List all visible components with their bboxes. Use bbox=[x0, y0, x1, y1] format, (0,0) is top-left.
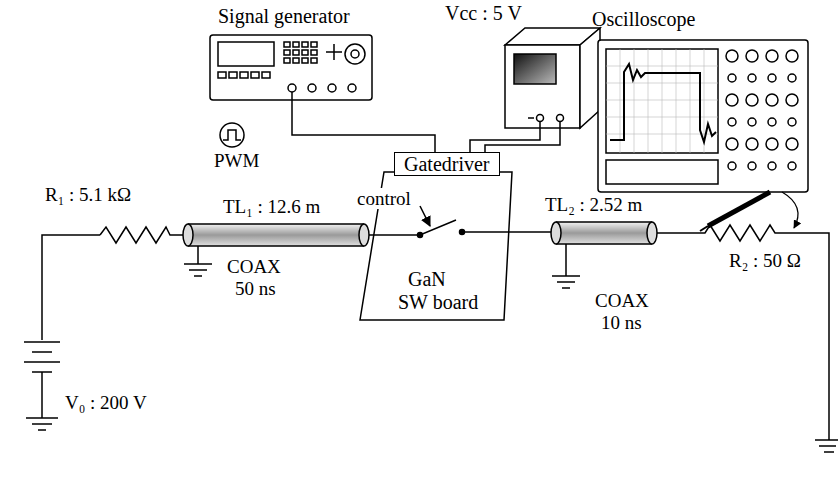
switch-board: GaNSW board Gatedriver bbox=[352, 148, 517, 338]
ground-symbol bbox=[552, 244, 580, 288]
signal-generator-body bbox=[210, 35, 372, 100]
resistor-symbol bbox=[657, 225, 829, 440]
pwm-icon bbox=[220, 123, 244, 147]
switch-symbol bbox=[369, 220, 555, 235]
cable-type: COAX bbox=[226, 256, 282, 277]
signal-wire bbox=[485, 128, 560, 152]
signal-wire bbox=[292, 104, 435, 152]
component-value: R₂ : 50 Ω bbox=[728, 250, 802, 271]
coax-cable bbox=[183, 224, 193, 246]
signal-name: control bbox=[356, 188, 412, 209]
signal-name: PWM bbox=[213, 150, 260, 171]
node-label: Vcc : 5 V bbox=[445, 2, 522, 24]
component-value: R₁ : 5.1 kΩ bbox=[44, 184, 132, 205]
ground-symbol bbox=[184, 246, 212, 276]
battery-symbol bbox=[24, 342, 60, 372]
delay-value: 10 ns bbox=[600, 312, 643, 333]
node-label: Oscilloscope bbox=[592, 8, 695, 30]
component-value: TL₁ : 12.6 m bbox=[222, 196, 321, 217]
signal-generator-node: Signal generator bbox=[208, 5, 375, 104]
ground-symbol bbox=[815, 440, 838, 452]
component-value: TL₂ : 2.52 m bbox=[544, 194, 643, 215]
probe-ground-lead bbox=[782, 192, 798, 228]
node-label: SW board bbox=[398, 291, 478, 313]
signal-wire bbox=[470, 128, 540, 152]
box-label: Gatedriver bbox=[404, 153, 490, 175]
oscilloscope-node: Oscilloscope bbox=[590, 8, 810, 194]
gate-driver-box: Gatedriver bbox=[394, 152, 500, 176]
wire bbox=[42, 235, 100, 418]
cable-type: COAX bbox=[594, 290, 650, 311]
power-supply-node: Vcc : 5 V bbox=[445, 2, 600, 128]
delay-value: 50 ns bbox=[234, 278, 277, 299]
component-value: V₀ : 200 V bbox=[64, 392, 148, 413]
node-label: Signal generator bbox=[218, 5, 350, 27]
probe bbox=[708, 192, 770, 226]
node-label: GaN bbox=[408, 268, 446, 290]
resistor-symbol bbox=[100, 227, 186, 243]
oscilloscope-body bbox=[598, 40, 808, 192]
coax-cable bbox=[551, 222, 561, 244]
ground-symbol bbox=[26, 418, 58, 430]
